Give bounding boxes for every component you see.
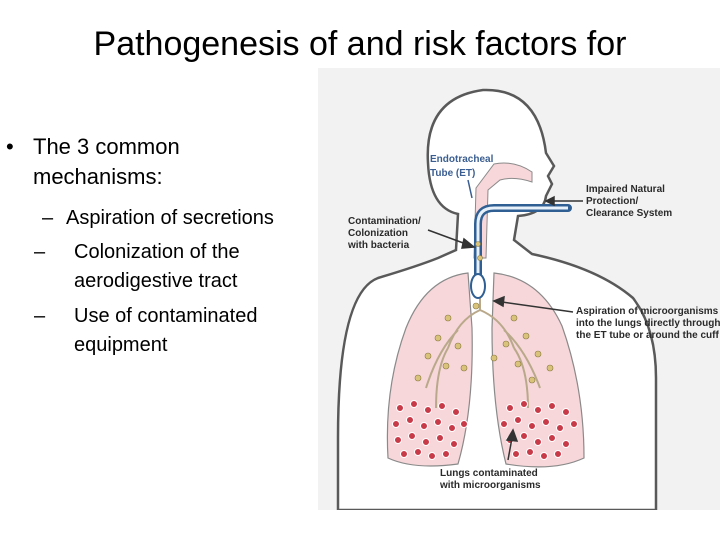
aspiration-label-line: Aspiration of microorganisms [576,306,719,317]
contamination-label-line: with bacteria [347,240,410,251]
et-cuff [470,273,486,299]
sub-item-text: Colonization of the aerodigestive tract [74,241,240,292]
bullet-text: The 3 common mechanisms: [33,134,180,189]
aspiration-label-line: into the lungs directly through [576,318,720,329]
impaired-label-line: Impaired Natural [586,184,665,195]
microorganism-dots [392,400,578,460]
dash-marker: – [34,241,46,263]
et-tube-label-line: Endotracheal [430,154,494,165]
bacteria-dots [414,241,554,384]
contamination-label-line: Contamination/ [348,216,421,227]
bullet-marker: • [6,134,14,159]
dash-marker: – [42,207,54,229]
et-tube-label-line: Tube (ET) [430,168,475,179]
slide-title: Pathogenesis of and risk factors for [93,25,627,63]
sub-item-text: Use of contaminated equipment [74,305,258,356]
lungs-label-line: Lungs contaminated [440,468,538,479]
impaired-label-line: Clearance System [586,208,672,219]
airway [473,162,533,259]
sub-item-text: Aspiration of secretions [66,207,274,229]
dash-marker: – [34,305,46,327]
contamination-label-line: Colonization [348,228,408,239]
callout-arrows [427,195,583,461]
impaired-label-line: Protection/ [586,196,638,207]
aspiration-label-line: the ET tube or around the cuff [576,330,719,341]
lungs-label-line: with microorganisms [439,480,541,491]
